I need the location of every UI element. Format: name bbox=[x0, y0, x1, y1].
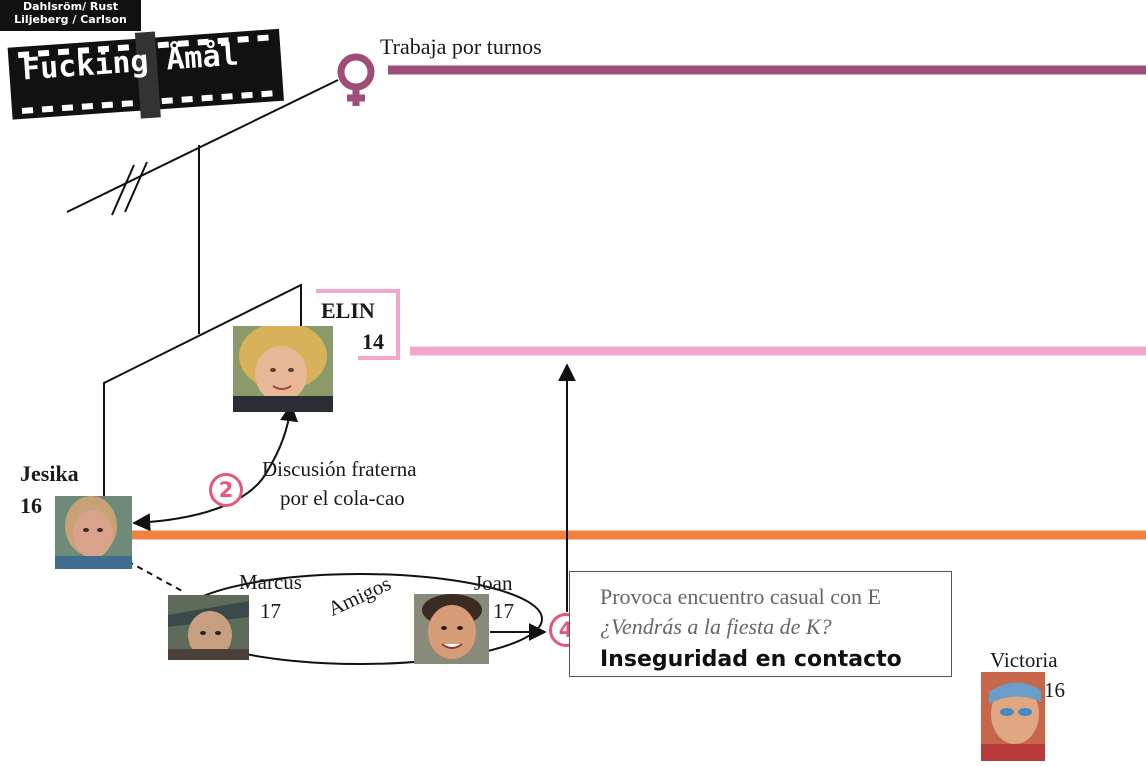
elin-name: ELIN bbox=[321, 298, 375, 323]
event-4-box: Provoca encuentro casual con E ¿Vendrás … bbox=[569, 571, 952, 677]
event-2-line1: Discusión fraterna bbox=[262, 457, 417, 481]
marcus-photo bbox=[168, 595, 249, 660]
event-2-arrow bbox=[132, 403, 299, 532]
jesika-age: 16 bbox=[20, 493, 42, 518]
film-title-logo bbox=[7, 28, 284, 120]
event-2-badge: 2 bbox=[209, 473, 243, 507]
parents-line bbox=[66, 79, 339, 213]
jesika-photo bbox=[55, 496, 132, 569]
jesika-name: Jesika bbox=[20, 461, 79, 486]
credits-label: Dahlsröm/ Rust Liljeberg / Carlson bbox=[0, 0, 144, 31]
joan-photo bbox=[414, 594, 489, 664]
divorce-mark-1 bbox=[111, 164, 135, 216]
victoria-name: Victoria bbox=[990, 648, 1058, 672]
elin-photo bbox=[233, 326, 333, 412]
joan-age: 17 bbox=[493, 599, 514, 623]
sibling-line bbox=[103, 283, 302, 496]
victoria-photo bbox=[981, 672, 1045, 761]
victoria-age: 16 bbox=[1044, 678, 1065, 702]
elin-age: 14 bbox=[362, 329, 384, 354]
marcus-name: Marcus bbox=[239, 570, 302, 594]
event-4-line2: ¿Vendrás a la fiesta de K? bbox=[600, 614, 832, 639]
event-4-line3: Inseguridad en contacto bbox=[600, 647, 902, 672]
event-4-line1: Provoca encuentro casual con E bbox=[600, 584, 881, 609]
elin-frame bbox=[316, 289, 400, 360]
joan-name: Joan bbox=[474, 571, 513, 595]
mother-label: Trabaja por turnos bbox=[380, 34, 542, 59]
event-2-line2: por el cola-cao bbox=[280, 486, 405, 510]
female-symbol-icon bbox=[337, 53, 375, 106]
marcus-age: 17 bbox=[260, 599, 281, 623]
divorce-mark-2 bbox=[124, 161, 148, 213]
